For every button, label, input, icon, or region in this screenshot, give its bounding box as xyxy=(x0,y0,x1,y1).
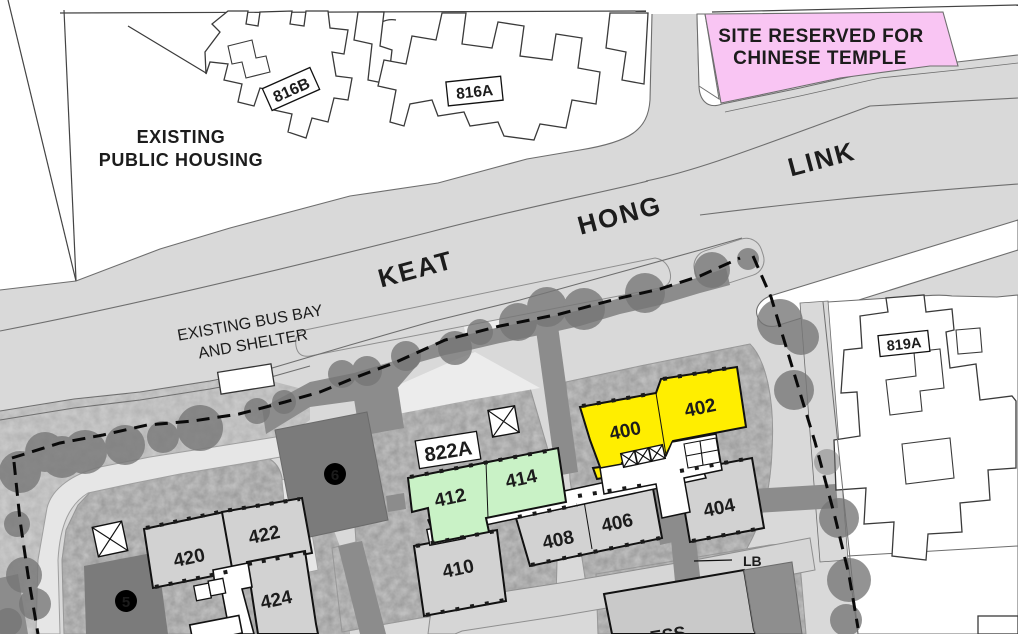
svg-text:EXISTING: EXISTING xyxy=(137,127,226,147)
svg-text:5: 5 xyxy=(122,594,130,611)
svg-text:6: 6 xyxy=(331,467,339,484)
svg-text:PUBLIC HOUSING: PUBLIC HOUSING xyxy=(99,150,263,170)
svg-text:816A: 816A xyxy=(455,82,494,103)
svg-text:CHINESE TEMPLE: CHINESE TEMPLE xyxy=(733,48,907,69)
svg-text:ESS: ESS xyxy=(648,622,687,634)
svg-text:LB: LB xyxy=(743,553,762,569)
svg-text:SITE RESERVED FOR: SITE RESERVED FOR xyxy=(718,26,924,47)
svg-text:819A: 819A xyxy=(886,335,923,355)
